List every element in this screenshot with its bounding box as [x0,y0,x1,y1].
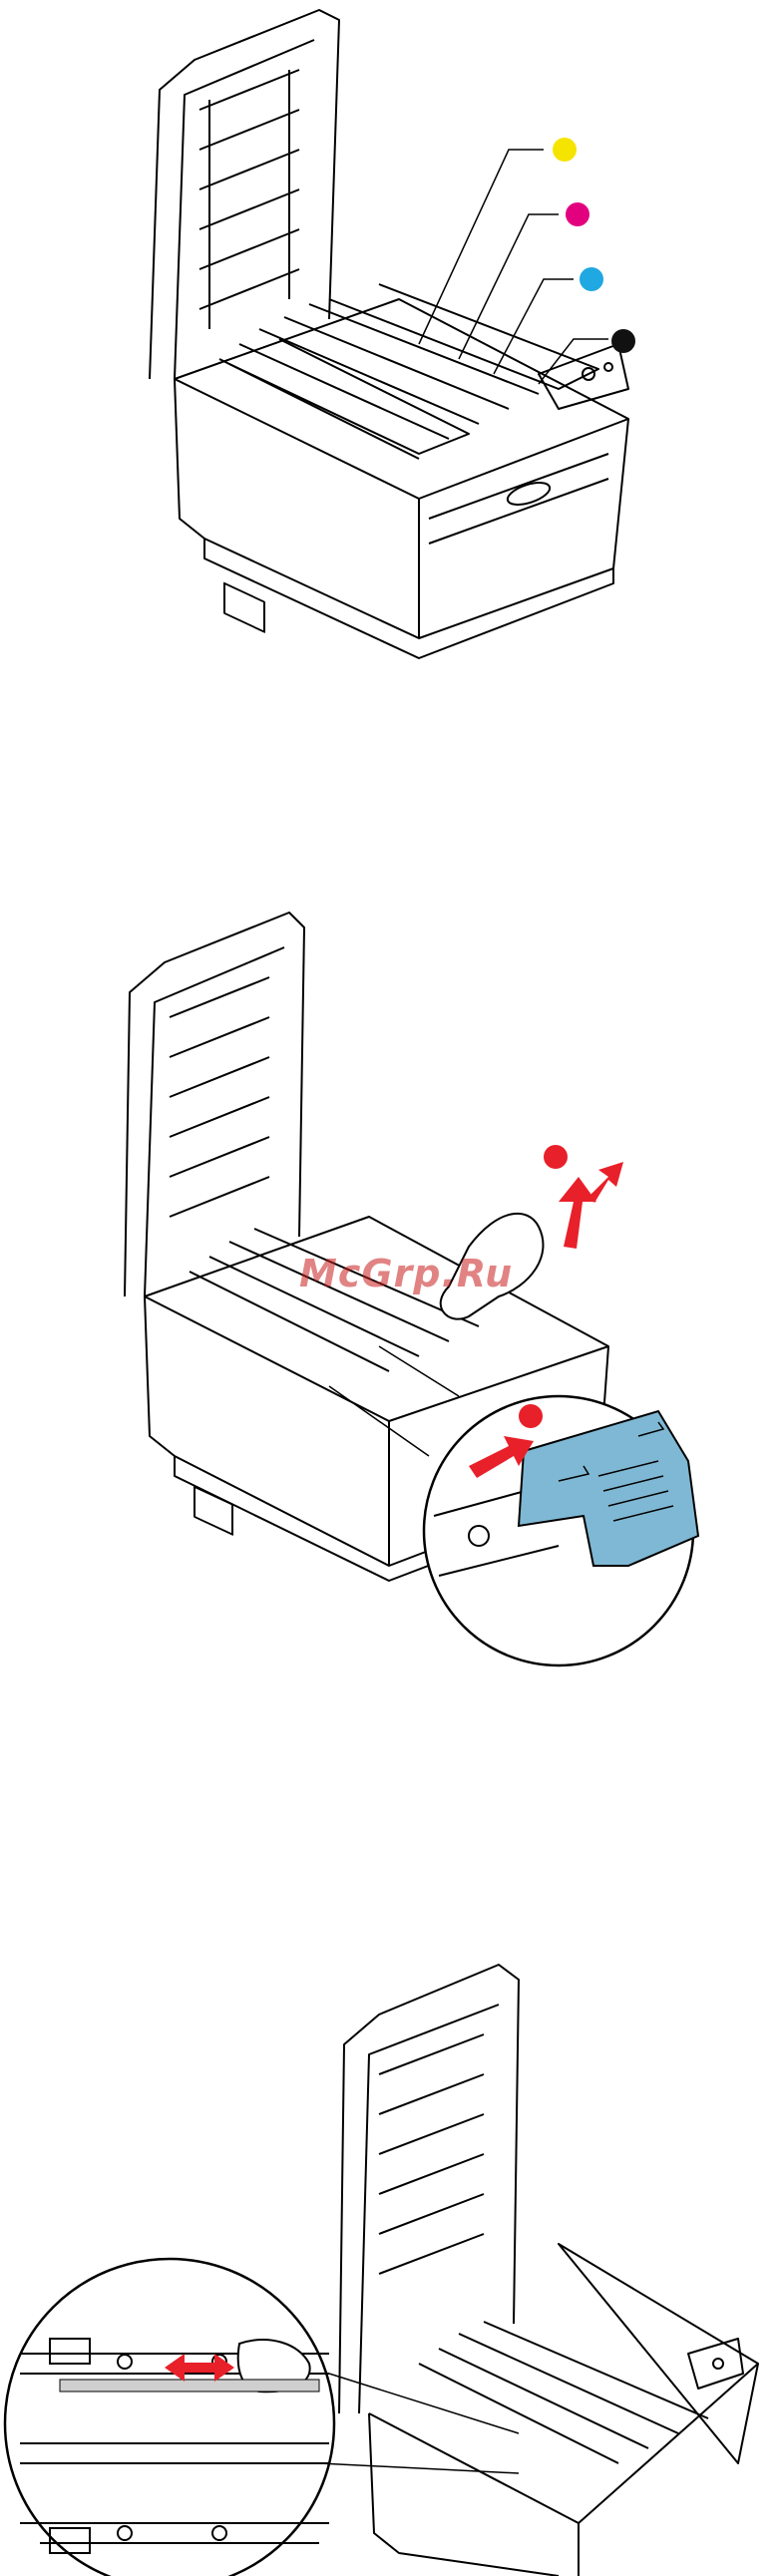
printer-illustration-3 [0,1945,782,2576]
yellow-toner-dot [553,138,577,162]
black-toner-dot [611,329,635,353]
cyan-toner-dot [580,267,603,291]
printer-illustration-1 [0,0,782,698]
lift-arrow-diagonal [588,1162,623,1203]
lift-arrow-up [559,1177,596,1249]
drum-callout-dot [544,1145,568,1169]
magenta-toner-dot [566,202,589,226]
release-callout-dot [519,1404,543,1428]
figure-clean-led-heads [0,1945,782,2576]
figure-printer-toner-callouts [0,0,782,698]
watermark: McGrp.Ru [299,1252,513,1295]
